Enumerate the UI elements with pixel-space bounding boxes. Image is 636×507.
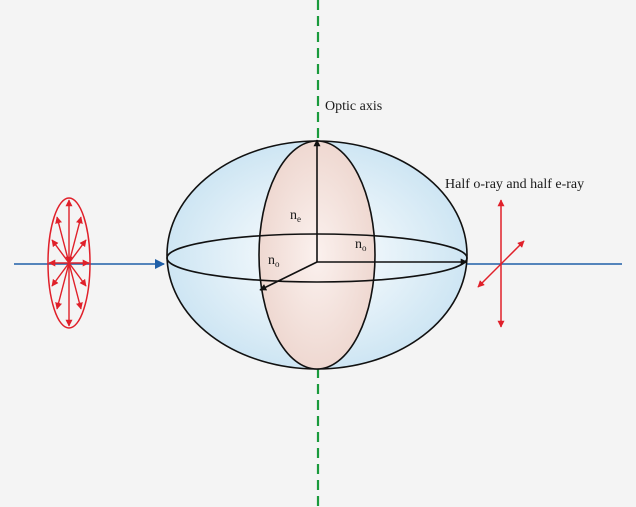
output-polarization-label: Half o-ray and half e-ray <box>445 177 584 192</box>
no-label-left: no <box>268 253 280 269</box>
ne-label: ne <box>290 208 301 224</box>
output-polarization-symbol <box>477 199 525 328</box>
no-label-right: no <box>355 237 367 253</box>
unpolarized-ellipse <box>47 197 91 329</box>
optic-axis-label: Optic axis <box>325 99 382 114</box>
o-ray-vibration-arrow <box>477 240 525 288</box>
unpolarized-light-symbol <box>47 197 91 329</box>
no-axis-arrow-left <box>259 261 318 291</box>
